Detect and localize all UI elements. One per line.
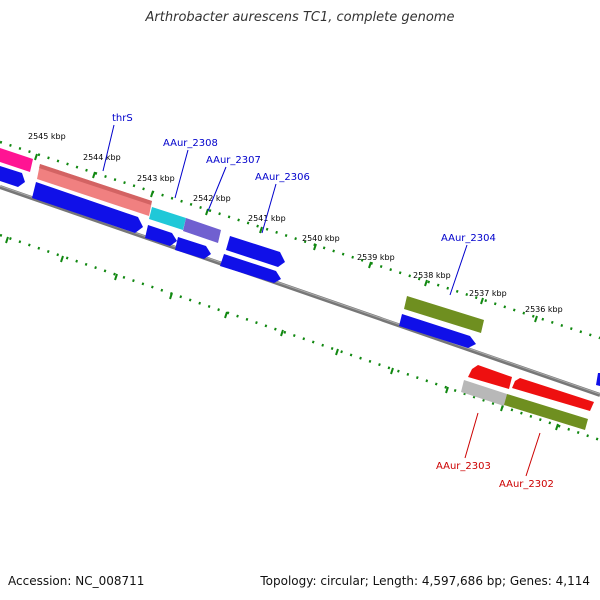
gene-label-AAur-2304: AAur_2304 <box>441 233 496 244</box>
gene-label-AAur-2303: AAur_2303 <box>436 461 491 472</box>
feature-AAur-2302[interactable] <box>504 394 588 430</box>
feature-AAur-2304[interactable] <box>404 296 484 333</box>
tick-label: 2541 kbp <box>248 214 286 223</box>
feature-magenta[interactable] <box>0 148 33 172</box>
feature-thrS-region[interactable] <box>37 164 152 216</box>
inner-ruler <box>0 233 600 442</box>
gene-label-AAur-2306: AAur_2306 <box>255 172 310 183</box>
forward-features <box>0 148 600 386</box>
feature-AAur-2306[interactable] <box>226 236 285 267</box>
genome-backbone <box>0 185 600 397</box>
feature-blue[interactable] <box>32 182 143 233</box>
gene-label-AAur-2308: AAur_2308 <box>163 138 218 149</box>
feature-AAur-2303[interactable] <box>461 380 507 406</box>
feature-AAur-2308[interactable] <box>149 207 186 230</box>
gene-label-thrS: thrS <box>112 113 133 124</box>
genome-summary-text: Topology: circular; Length: 4,597,686 bp… <box>260 574 590 588</box>
feature-red[interactable] <box>512 378 594 411</box>
feature-blue[interactable] <box>596 373 600 386</box>
feature-blue[interactable] <box>175 237 211 259</box>
tick-label: 2539 kbp <box>357 253 395 262</box>
tick-label: 2537 kbp <box>469 289 507 298</box>
tick-label: 2540 kbp <box>302 234 340 243</box>
feature-AAur-2307[interactable] <box>183 218 221 243</box>
tick-label: 2542 kbp <box>193 194 231 203</box>
tick-label: 2538 kbp <box>413 271 451 280</box>
feature-blue[interactable] <box>220 254 281 283</box>
gene-label-AAur-2307: AAur_2307 <box>206 155 261 166</box>
feature-blue[interactable] <box>0 166 25 187</box>
reverse-features <box>461 365 594 430</box>
tick-marks <box>34 153 538 323</box>
tick-label: 2536 kbp <box>525 305 563 314</box>
feature-blue[interactable] <box>145 225 177 246</box>
feature-blue[interactable] <box>399 314 476 348</box>
tick-label: 2543 kbp <box>137 174 175 183</box>
tick-label: 2545 kbp <box>28 132 66 141</box>
inner-tick-marks <box>5 236 559 431</box>
tick-label: 2544 kbp <box>83 153 121 162</box>
feature-red[interactable] <box>468 365 512 389</box>
map-title: Arthrobacter aurescens TC1, complete gen… <box>145 10 455 25</box>
accession-text: Accession: NC_008711 <box>8 574 145 588</box>
gene-label-AAur-2302: AAur_2302 <box>499 479 554 490</box>
